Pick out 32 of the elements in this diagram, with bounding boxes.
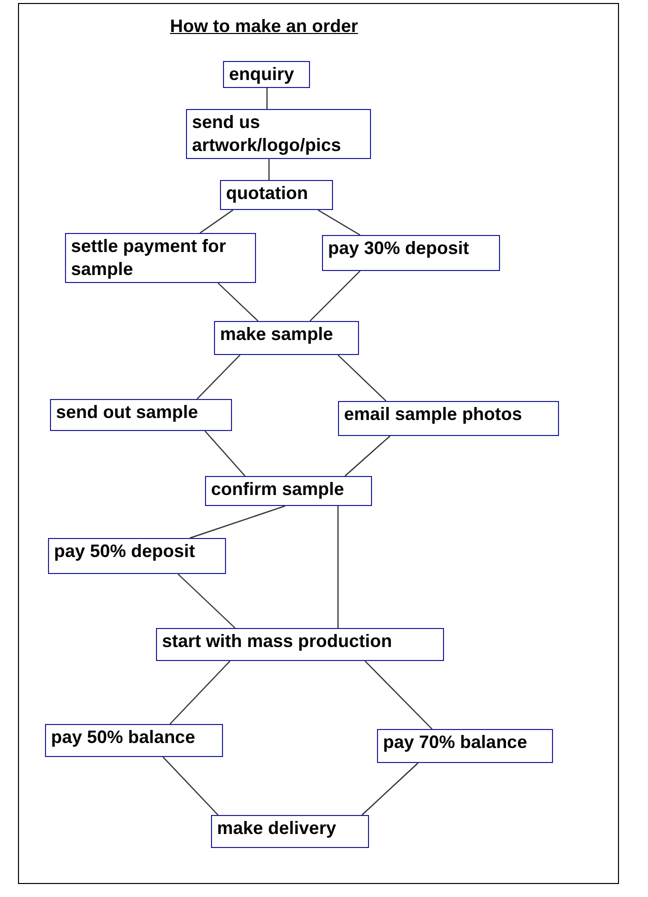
process-box: confirm sample [205, 476, 372, 506]
connector-line [344, 436, 390, 476]
process-box: quotation [220, 180, 333, 210]
connector-line [318, 209, 360, 236]
connector-line [162, 756, 218, 816]
process-box: pay 30% deposit [322, 235, 500, 271]
process-box: pay 70% balance [377, 729, 553, 763]
process-box: make delivery [211, 815, 369, 848]
process-box: make sample [214, 321, 359, 355]
process-box: email sample photos [338, 401, 559, 436]
connector-line [170, 660, 230, 724]
connector-line [364, 660, 432, 730]
process-box: pay 50% balance [45, 724, 223, 757]
process-box: enquiry [223, 61, 310, 88]
process-box: settle payment for sample [65, 233, 256, 283]
process-box: send us artwork/logo/pics [186, 109, 371, 159]
process-box: send out sample [50, 399, 232, 431]
connector-line [310, 270, 360, 322]
connector-line [218, 282, 258, 322]
connector-line [204, 430, 246, 476]
connector-line [268, 158, 270, 180]
connector-line [200, 210, 234, 234]
process-box: start with mass production [156, 628, 444, 661]
process-box: pay 50% deposit [48, 538, 226, 574]
diagram-title: How to make an order [170, 16, 358, 37]
connector-line [338, 354, 386, 402]
connector-line [178, 574, 236, 628]
connector-line [196, 354, 240, 400]
connector-line [266, 88, 268, 109]
connector-line [362, 762, 418, 816]
connector-line [337, 506, 339, 628]
connector-line [190, 505, 286, 539]
